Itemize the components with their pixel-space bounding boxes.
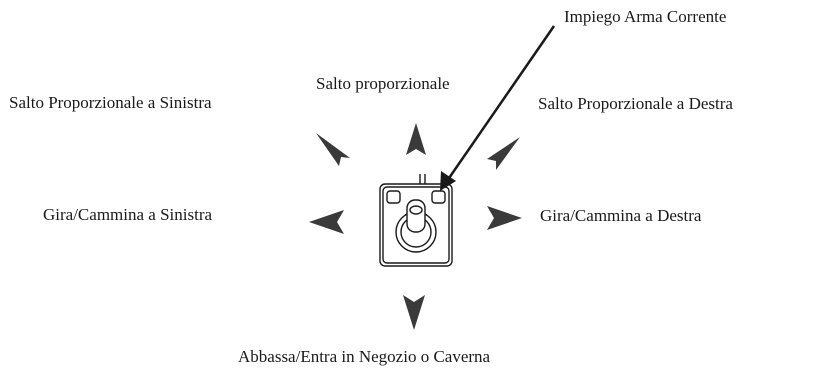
label-jump-right: Salto Proporzionale a Destra — [538, 94, 733, 113]
pointer-line — [445, 25, 556, 182]
arrow-up-icon — [406, 123, 426, 155]
arrow-up-right-icon — [487, 137, 520, 170]
label-fire-weapon: Impiego Arma Corrente — [564, 7, 727, 26]
arrow-left-icon — [309, 210, 344, 234]
label-walk-right: Gira/Cammina a Destra — [540, 206, 702, 225]
label-walk-left: Gira/Cammina a Sinistra — [43, 205, 213, 224]
label-crouch-enter: Abbassa/Entra in Negozio o Caverna — [238, 347, 491, 366]
pointer-arrowhead-icon — [440, 171, 456, 191]
arrow-right-icon — [487, 206, 522, 230]
arrow-up-left-icon — [316, 133, 350, 166]
arrow-down-icon — [403, 295, 425, 330]
joystick-icon — [379, 174, 453, 267]
label-jump-up: Salto proporzionale — [316, 74, 450, 93]
label-jump-left: Salto Proporzionale a Sinistra — [9, 93, 212, 112]
